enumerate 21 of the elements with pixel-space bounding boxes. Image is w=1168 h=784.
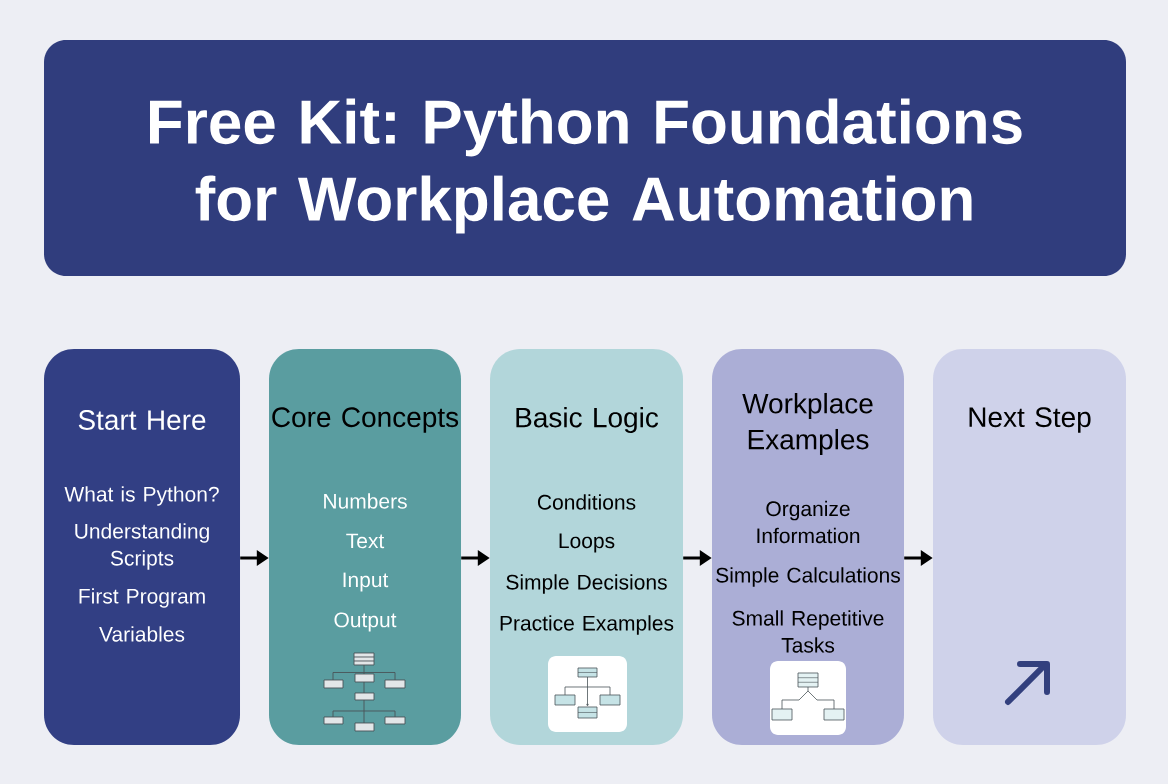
title-banner: Free Kit: Python Foundations for Workplace Automation [44, 40, 1126, 276]
card-heading: Workplace Examples [742, 392, 873, 456]
list-item: Numbers [324, 493, 407, 509]
list-item: First Program [79, 588, 205, 608]
list-item: Practice Examples [500, 615, 674, 635]
list-item: Loops [559, 533, 615, 553]
card-heading: Basic Logic [516, 406, 659, 434]
list-item: Simple Calculations [716, 567, 900, 587]
card-heading: Core Concepts [272, 407, 459, 433]
list-item: Simple Decisions [506, 574, 667, 594]
list-item: Output [334, 612, 397, 632]
card-heading: Start Here [78, 410, 206, 430]
list-item: Text [346, 533, 385, 549]
list-item: Variables [99, 626, 185, 642]
card-heading: Next Step [969, 407, 1091, 433]
list-item: Organize Information [757, 500, 860, 544]
list-item: Small Repetitive Tasks [732, 610, 884, 653]
list-item: Understanding Scripts [75, 523, 209, 570]
list-item: What is Python? [64, 486, 219, 506]
list-item: Conditions [537, 494, 636, 510]
list-item: Input [343, 572, 389, 592]
